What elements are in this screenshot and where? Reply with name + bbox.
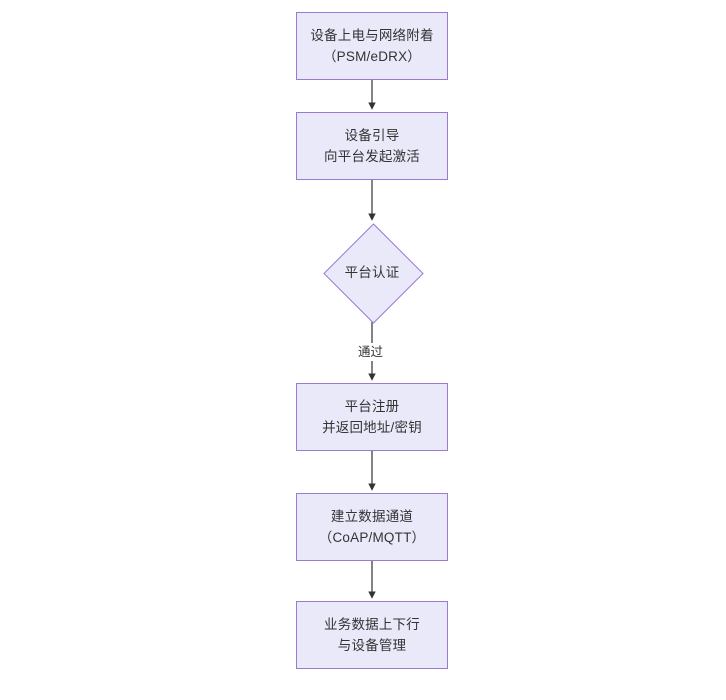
node-label: 设备引导 向平台发起激活 — [324, 128, 420, 164]
node-label: 设备上电与网络附着 （PSM/eDRX） — [310, 28, 434, 64]
node-device-power-on[interactable]: 设备上电与网络附着 （PSM/eDRX） — [296, 12, 448, 80]
edge-label-pass: 通过 — [356, 343, 386, 361]
node-label: 平台认证 — [344, 264, 400, 280]
node-label: 建立数据通道 （CoAP/MQTT） — [318, 509, 426, 545]
node-business-data-and-device-management[interactable]: 业务数据上下行 与设备管理 — [296, 601, 448, 669]
node-device-bootstrap[interactable]: 设备引导 向平台发起激活 — [296, 112, 448, 180]
node-label: 平台注册 并返回地址/密钥 — [322, 399, 422, 435]
node-establish-data-channel[interactable]: 建立数据通道 （CoAP/MQTT） — [296, 493, 448, 561]
node-platform-authentication[interactable]: 平台认证 — [304, 204, 440, 340]
node-label: 业务数据上下行 与设备管理 — [324, 617, 420, 653]
node-platform-registration[interactable]: 平台注册 并返回地址/密钥 — [296, 383, 448, 451]
